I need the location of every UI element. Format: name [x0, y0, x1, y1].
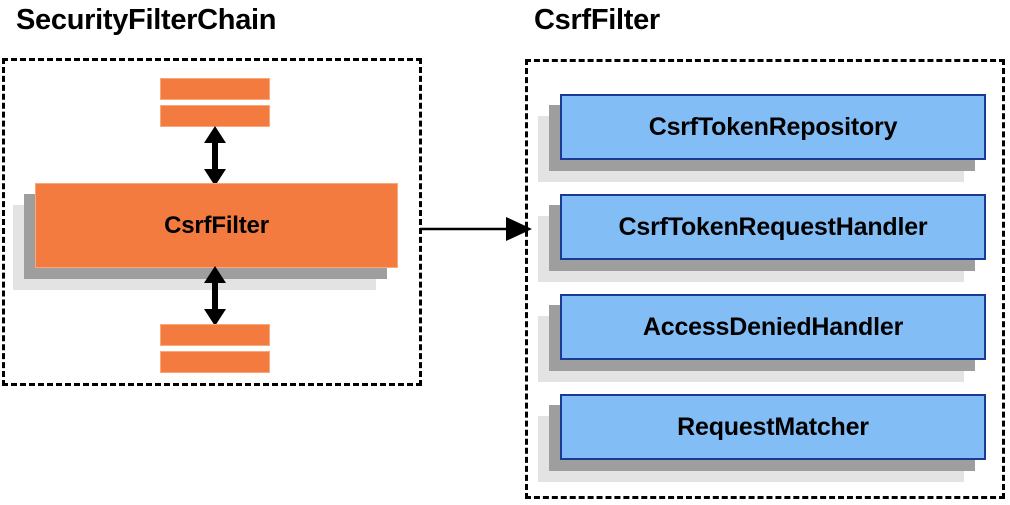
component-card-csrftokenrepository[interactable]: CsrfTokenRepository — [538, 94, 986, 182]
component-card-requestmatcher[interactable]: RequestMatcher — [538, 394, 986, 482]
component-card-label: RequestMatcher — [677, 412, 869, 441]
component-card-label: CsrfFilter — [164, 211, 269, 239]
double-arrow-top — [204, 126, 226, 186]
component-card-accessdeniedhandler[interactable]: AccessDeniedHandler — [538, 294, 986, 382]
component-card-csrftokenrequesthandler[interactable]: CsrfTokenRequestHandler — [538, 194, 986, 282]
filter-bar-top-1 — [160, 78, 270, 100]
filter-bar-bottom-2 — [160, 351, 270, 373]
connector-arrow-right — [420, 217, 532, 241]
component-card-label: AccessDeniedHandler — [642, 312, 904, 341]
card-face: CsrfTokenRequestHandler — [560, 194, 986, 260]
security-filter-chain-container — [2, 58, 422, 386]
component-card-label: CsrfTokenRequestHandler — [618, 212, 928, 241]
component-card-csrffilter[interactable]: CsrfFilter — [13, 183, 398, 290]
page-title-csrffilter: CsrfFilter — [534, 4, 660, 36]
filter-bar-bottom-1 — [160, 324, 270, 346]
card-face: CsrfFilter — [35, 183, 398, 268]
csrffilter-container — [525, 59, 1005, 499]
filter-bar-top-2 — [160, 105, 270, 127]
card-face: CsrfTokenRepository — [560, 94, 986, 160]
card-face: RequestMatcher — [560, 394, 986, 460]
double-arrow-bottom — [204, 266, 226, 326]
card-face: AccessDeniedHandler — [560, 294, 986, 360]
component-card-label: CsrfTokenRepository — [648, 112, 898, 141]
page-title-security-filter-chain: SecurityFilterChain — [16, 4, 277, 36]
